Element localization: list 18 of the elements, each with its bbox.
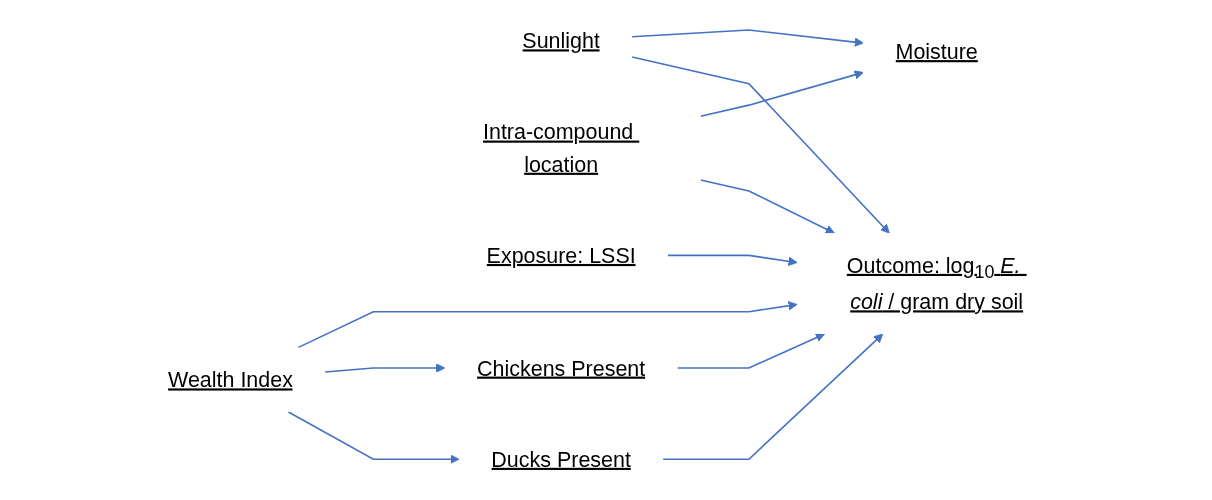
- arrow: [631, 29, 864, 47]
- arrow: [324, 363, 446, 373]
- node-text: Outcome: log$_{10}$ E. coli / gram dry soil: [846, 253, 1024, 314]
- node-text: Intra-compound location: [483, 120, 634, 176]
- node-text: Moisture: [895, 39, 978, 64]
- node-text: Chickens Present: [477, 356, 646, 380]
- arrow: [662, 333, 884, 461]
- node-text: Sunlight: [522, 28, 600, 53]
- node-text: Exposure: LSSI: [486, 243, 636, 268]
- arrow: [699, 70, 864, 117]
- node-text: Ducks Present: [491, 447, 631, 472]
- arrow: [667, 254, 798, 266]
- arrow: [676, 333, 826, 369]
- arrow: [699, 179, 835, 234]
- arrow: [631, 56, 890, 234]
- node-text: Wealth Index: [168, 368, 293, 392]
- arrow: [287, 411, 460, 464]
- arrow: [297, 301, 798, 349]
